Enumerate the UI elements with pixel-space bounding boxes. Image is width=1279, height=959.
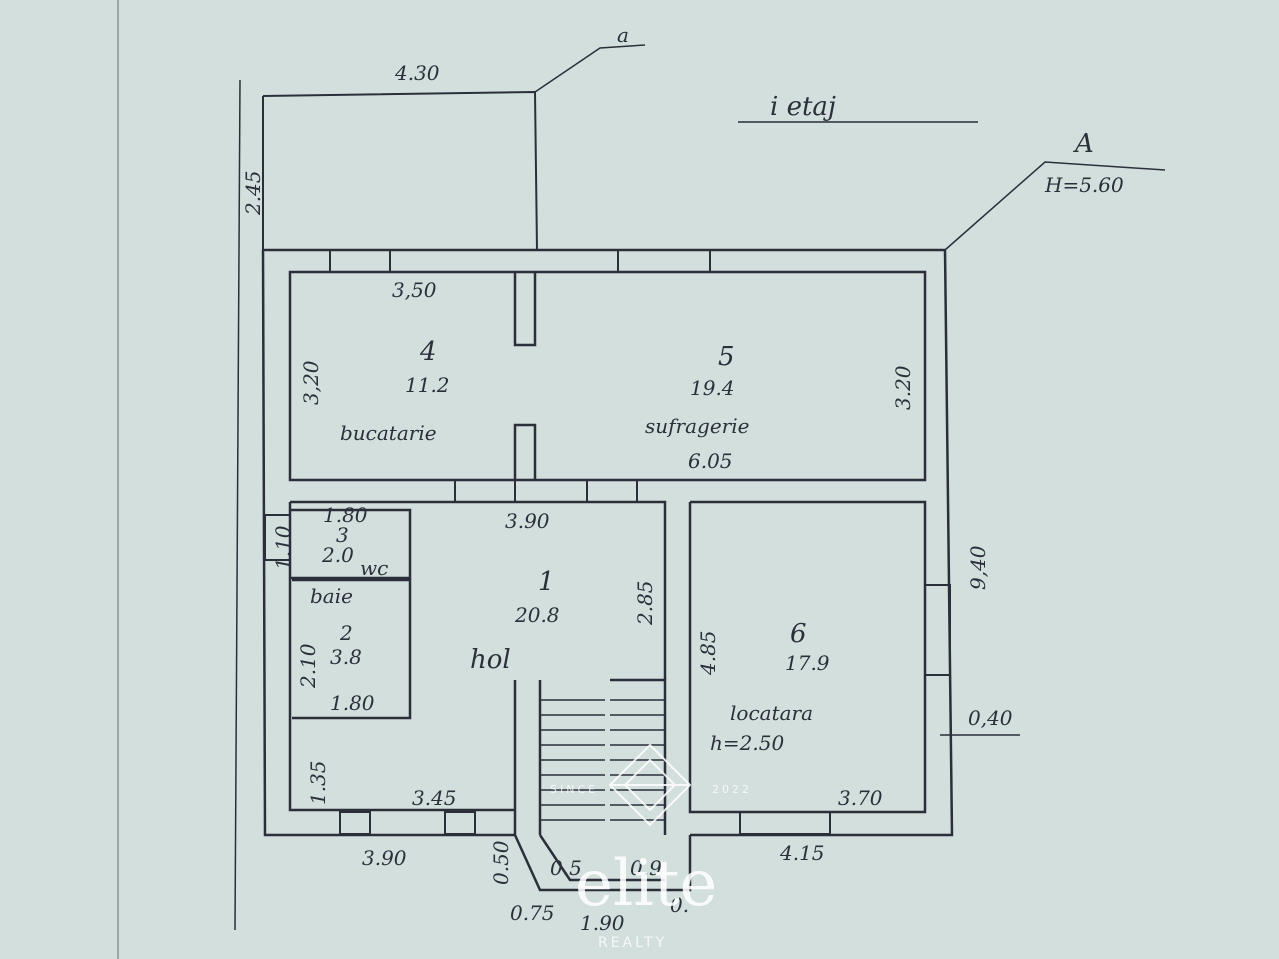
axis-mark: a [617, 23, 629, 47]
room-4-height: 3,20 [299, 360, 323, 405]
room-6-area: 17.9 [785, 651, 830, 675]
leader-lines [534, 44, 1166, 736]
room-3-height: 1.10 [271, 525, 295, 570]
room-5-height: 3.20 [891, 365, 915, 410]
dim-wall-right: 0,40 [968, 706, 1013, 730]
room-1-number: 1 [538, 567, 555, 597]
room-3-width: 1.80 [323, 503, 368, 527]
dim-right: 9,40 [966, 545, 990, 590]
room-3-number: 3 [336, 523, 349, 547]
margin-line [234, 79, 241, 931]
room-3-area: 2.0 [321, 543, 354, 567]
dim-stair-width: 1.90 [580, 911, 625, 935]
watermark-brand: elite [575, 847, 717, 921]
lower-hall-width: 3.45 [412, 786, 457, 810]
watermark-sub: REALTY [598, 935, 667, 951]
section-mark: A [1073, 129, 1094, 159]
room-2-number: 2 [339, 621, 353, 645]
room-5-area: 19.4 [690, 376, 735, 400]
level-mark: H=5.60 [1044, 173, 1124, 197]
lower-hall-height: 1.35 [306, 760, 330, 805]
dim-top-side: 2.45 [241, 170, 265, 216]
room-6-width: 3.70 [838, 786, 883, 810]
floor-title: i etaj [770, 92, 836, 122]
room-4-number: 4 [419, 337, 437, 367]
watermark-year: 2022 [712, 783, 752, 796]
dim-bottom-right: 4.15 [779, 841, 825, 865]
walls [261, 90, 954, 892]
stair-dim-e: 0. [670, 893, 689, 917]
room-6-ceiling: h=2.50 [710, 731, 784, 755]
room-2-height: 2.10 [296, 643, 320, 689]
stair-dim-b: 0.75 [510, 901, 555, 925]
room-4-width: 3,50 [392, 278, 437, 302]
watermark-since: SINCE [550, 783, 598, 796]
diamond-icon [608, 743, 692, 827]
room-4-area: 11.2 [405, 373, 450, 397]
room-1-name: hol [470, 645, 511, 675]
room-2-width: 1.80 [330, 691, 375, 715]
stair-dim-d: 0.9 [630, 856, 662, 880]
room-3-name: wc [360, 556, 388, 580]
windows [264, 249, 951, 835]
room-2-area: 3.8 [330, 645, 362, 669]
dim-bottom-left: 3.90 [362, 846, 407, 870]
stair-dim-c: 0.5 [550, 856, 582, 880]
room-5-width: 6.05 [688, 449, 733, 473]
room-6-height: 4.85 [696, 630, 720, 676]
stair-dim-a: 0.50 [489, 840, 513, 885]
room-1-area: 20.8 [514, 603, 560, 627]
room-6-number: 6 [790, 619, 807, 649]
dim-top: 4.30 [394, 61, 440, 85]
room-1-height: 2.85 [633, 580, 657, 626]
room-6-name: locatara [730, 701, 813, 725]
elite-realty-logo: SINCE 2022 elite REALTY [550, 743, 752, 951]
room-2-name: baie [310, 584, 353, 608]
room-5-name: sufragerie [645, 414, 749, 438]
room-4-name: bucatarie [340, 421, 437, 445]
room-5-number: 5 [718, 342, 735, 372]
room-1-width: 3.90 [505, 509, 550, 533]
